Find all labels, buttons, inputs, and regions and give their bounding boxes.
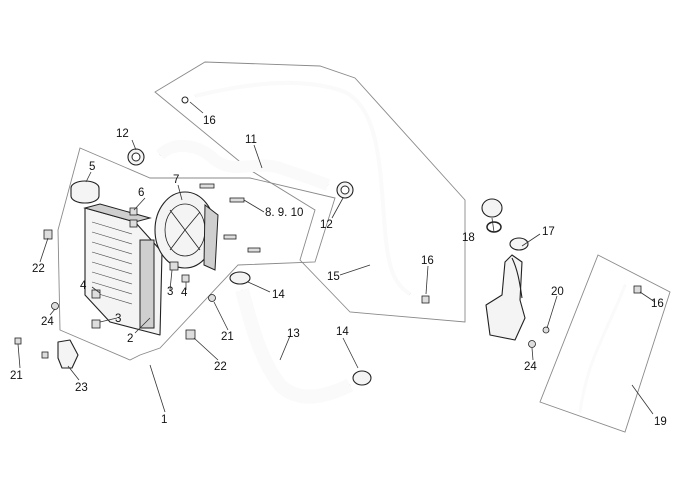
hose-clip-16a	[181, 96, 189, 104]
callout-18: 18	[462, 232, 475, 244]
callout-24b: 24	[524, 361, 537, 373]
callout-13: 13	[287, 328, 300, 340]
callout-6: 6	[138, 187, 144, 199]
upper-hose-group-outline	[154, 61, 466, 323]
radiator	[83, 203, 163, 336]
hose-clamp-12a	[127, 148, 145, 166]
callout-21b: 21	[221, 331, 234, 343]
leader-lines	[17, 101, 656, 415]
upper-radiator-hose	[155, 139, 331, 191]
callout-17: 17	[542, 226, 555, 238]
callout-21a: 21	[10, 370, 23, 382]
callout-4b: 4	[181, 287, 188, 299]
lower-radiator-hose	[235, 288, 354, 404]
callout-7: 7	[173, 174, 179, 186]
callout-5: 5	[89, 161, 95, 173]
callout-11: 11	[245, 134, 257, 146]
callout-12a: 12	[116, 128, 129, 140]
callout-19: 19	[654, 416, 667, 428]
radiator-group-outline	[57, 147, 336, 361]
hose-clip-16b	[421, 295, 430, 304]
callout-22a: 22	[32, 263, 45, 275]
callout-22b: 22	[214, 361, 227, 373]
callout-16c: 16	[651, 298, 664, 310]
hose-clamp-12b	[336, 181, 354, 199]
callout-15: 15	[327, 271, 340, 283]
callout-23: 23	[75, 382, 88, 394]
breather-hose-group-outline	[539, 254, 671, 433]
callout-20: 20	[551, 286, 564, 298]
callout-14b: 14	[336, 326, 349, 338]
expansion-tank	[485, 237, 529, 341]
radiator-fasteners	[14, 207, 550, 359]
callout-labels: 1 2 3 3 4 4 5 6 7 8. 9. 10 11 12 12 13 1…	[10, 115, 667, 428]
callout-2: 2	[127, 333, 133, 345]
callout-16b: 16	[421, 255, 434, 267]
radiator-cap	[70, 180, 100, 204]
callout-8-9-10: 8. 9. 10	[265, 207, 303, 219]
hose-clip-16c	[633, 285, 642, 294]
filler-cap	[481, 198, 503, 233]
callout-4a: 4	[80, 280, 87, 292]
hose-clamp-14a	[229, 271, 251, 285]
callout-3a: 3	[115, 313, 121, 325]
hose-clamp-14b	[352, 370, 372, 386]
callout-3b: 3	[167, 286, 173, 298]
overflow-hose	[194, 80, 412, 296]
callout-14a: 14	[272, 289, 285, 301]
callout-16a: 16	[203, 115, 216, 127]
callout-24a: 24	[41, 316, 54, 328]
mounting-bracket	[57, 339, 79, 369]
callout-1: 1	[161, 414, 167, 426]
cooling-fan	[154, 191, 219, 271]
callout-12b: 12	[320, 219, 333, 231]
breather-hose	[578, 284, 627, 413]
